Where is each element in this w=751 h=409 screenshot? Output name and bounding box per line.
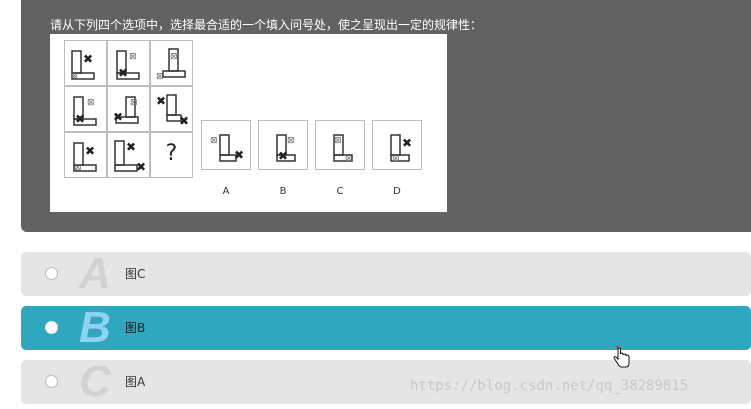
svg-text:✖: ✖	[118, 66, 128, 80]
l-shape-icon: ⊠ ⊠	[333, 134, 353, 164]
option-label-a: A	[222, 186, 230, 197]
svg-text:⊠: ⊠	[71, 71, 78, 80]
hand-pointer-icon	[613, 345, 630, 368]
svg-text:⊠: ⊠	[74, 163, 82, 173]
svg-text:⊠: ⊠	[210, 136, 218, 146]
question-text: 请从下列四个选项中，选择最合适的一个填入问号处，使之呈现出一定的规律性：	[50, 18, 483, 32]
option-label-b: B	[279, 186, 287, 197]
answer-text: 图A	[125, 375, 146, 389]
question-mark: ?	[165, 141, 178, 166]
l-shape-icon: ⊠ ✖	[73, 96, 97, 126]
l-shape-icon: ⊠ ✖	[113, 96, 139, 124]
l-shape-icon: ⊠ ✖	[276, 134, 296, 163]
radio-button-icon[interactable]	[45, 267, 58, 280]
svg-text:✖: ✖	[126, 140, 136, 154]
svg-text:⊠: ⊠	[345, 154, 353, 164]
svg-text:⊠: ⊠	[156, 72, 164, 81]
l-shape-icon: ⊠ ✖	[116, 50, 140, 80]
answer-letter: C	[79, 357, 111, 406]
grid-cell-question: ?	[150, 132, 193, 178]
svg-text:⊠: ⊠	[392, 154, 400, 164]
answer-text: 图B	[125, 321, 146, 335]
answer-option-b[interactable]: B 图B	[21, 303, 751, 352]
option-figure-b: ⊠ ✖	[258, 120, 308, 170]
radio-button-icon[interactable]	[45, 375, 58, 388]
svg-text:⊠: ⊠	[130, 98, 138, 108]
svg-text:✖: ✖	[113, 110, 123, 124]
svg-text:✖: ✖	[83, 52, 93, 66]
svg-text:✖: ✖	[136, 160, 146, 173]
grid-cell-4: ⊠ ✖	[64, 86, 107, 132]
option-label-c: C	[336, 186, 344, 197]
answer-letter: B	[79, 303, 111, 352]
svg-text:✖: ✖	[278, 149, 288, 163]
option-figure-a: ⊠ ✖	[201, 120, 251, 170]
answer-letter: A	[79, 249, 111, 298]
option-figure-d: ✖ ⊠	[372, 120, 422, 170]
l-shape-icon: ⊠ ⊠	[156, 48, 186, 81]
l-shape-icon: ✖ ⊠	[71, 50, 95, 80]
svg-text:⊠: ⊠	[129, 52, 137, 62]
puzzle-figure: ✖ ⊠ ⊠ ✖ ⊠ ⊠ ⊠ ✖	[50, 34, 447, 212]
l-shape-icon: ✖ ⊠	[390, 134, 412, 164]
answer-text: 图C	[125, 267, 146, 281]
svg-text:⊠: ⊠	[87, 98, 95, 108]
l-shape-icon: ✖ ✖	[156, 94, 189, 127]
svg-text:⊠: ⊠	[334, 136, 342, 146]
answer-option-c[interactable]: C 图A	[21, 357, 751, 406]
grid-cell-8: ✖ ✖	[107, 132, 150, 178]
watermark: https://blog.csdn.net/qq_38289815	[410, 378, 689, 394]
grid-cell-1: ✖ ⊠	[64, 40, 107, 86]
l-shape-icon: ⊠ ✖	[210, 134, 244, 162]
svg-text:✖: ✖	[156, 94, 166, 108]
svg-text:⊠: ⊠	[287, 136, 295, 146]
svg-text:✖: ✖	[179, 114, 189, 127]
svg-text:✖: ✖	[402, 136, 412, 150]
svg-text:✖: ✖	[234, 148, 244, 162]
l-shape-icon: ✖ ✖	[114, 140, 146, 173]
l-shape-icon: ✖ ⊠	[73, 142, 97, 173]
grid-cell-3: ⊠ ⊠	[150, 40, 193, 86]
answer-option-a[interactable]: A 图C	[21, 249, 751, 298]
radio-button-icon[interactable]	[45, 321, 58, 334]
grid-cell-2: ⊠ ✖	[107, 40, 150, 86]
svg-text:✖: ✖	[85, 144, 95, 158]
option-figure-c: ⊠ ⊠	[315, 120, 365, 170]
grid-cell-6: ✖ ✖	[150, 86, 193, 132]
svg-text:⊠: ⊠	[170, 52, 178, 62]
grid-cell-5: ⊠ ✖	[107, 86, 150, 132]
svg-text:✖: ✖	[75, 112, 85, 126]
question-panel: 请从下列四个选项中，选择最合适的一个填入问号处，使之呈现出一定的规律性： ✖ ⊠…	[21, 0, 751, 232]
grid-cell-7: ✖ ⊠	[64, 132, 107, 178]
option-label-d: D	[393, 186, 401, 197]
